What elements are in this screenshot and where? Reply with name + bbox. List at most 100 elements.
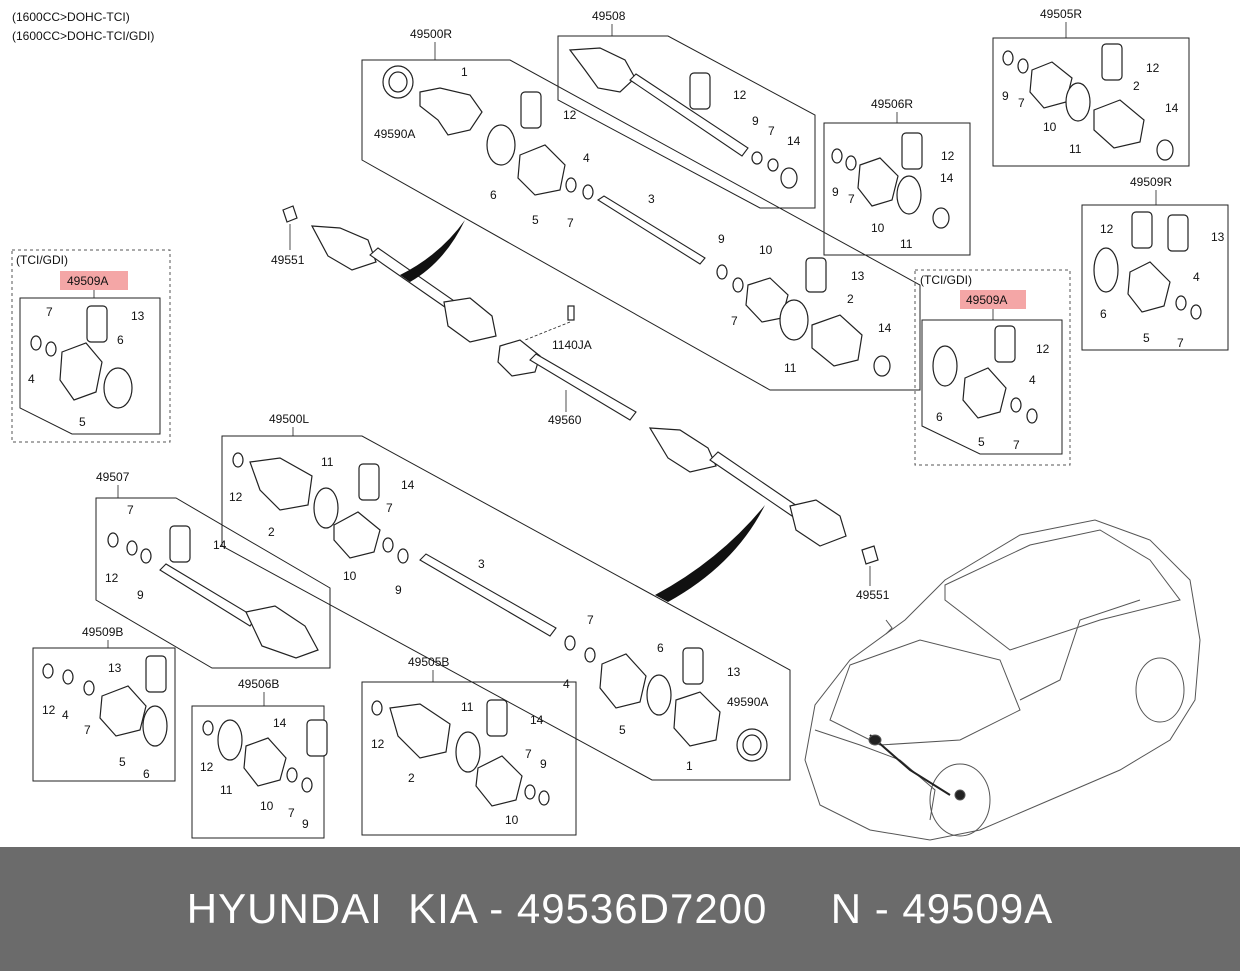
grease-13 bbox=[805, 257, 827, 293]
svg-text:6: 6 bbox=[936, 410, 943, 424]
header-line-1: (1600CC>DOHC-TCI) bbox=[12, 10, 130, 24]
frame-49508 bbox=[557, 35, 816, 209]
label-49560: 49560 bbox=[548, 413, 582, 427]
svg-text:9: 9 bbox=[718, 232, 725, 246]
svg-text:4: 4 bbox=[583, 151, 590, 165]
label-49500L: 49500L bbox=[269, 412, 309, 426]
svg-text:11: 11 bbox=[1069, 142, 1082, 156]
svg-text:9: 9 bbox=[302, 817, 309, 831]
halfshaft-left bbox=[709, 451, 801, 517]
label-49509B: 49509B bbox=[82, 625, 123, 639]
svg-text:10: 10 bbox=[260, 799, 274, 813]
svg-text:14: 14 bbox=[787, 134, 801, 148]
svg-text:7: 7 bbox=[386, 501, 393, 515]
svg-text:1: 1 bbox=[686, 759, 693, 773]
dashed-box-tci-gdi-right bbox=[914, 269, 1071, 466]
nut-49551-top bbox=[282, 205, 298, 223]
svg-text:14: 14 bbox=[1165, 101, 1179, 115]
nut-49551-bottom bbox=[861, 545, 879, 565]
pointer-left bbox=[655, 505, 765, 602]
svg-text:12: 12 bbox=[941, 149, 955, 163]
svg-text:10: 10 bbox=[505, 813, 519, 827]
svg-text:13: 13 bbox=[108, 661, 122, 675]
svg-text:7: 7 bbox=[525, 747, 532, 761]
svg-text:11: 11 bbox=[900, 237, 913, 251]
label-tci-gdi-left: (TCI/GDI) bbox=[16, 253, 68, 267]
svg-text:9: 9 bbox=[137, 588, 144, 602]
svg-text:10: 10 bbox=[1043, 120, 1057, 134]
svg-text:5: 5 bbox=[79, 415, 86, 429]
svg-text:7: 7 bbox=[731, 314, 738, 328]
svg-text:10: 10 bbox=[871, 221, 885, 235]
svg-text:11: 11 bbox=[461, 700, 474, 714]
svg-text:5: 5 bbox=[532, 213, 539, 227]
center-joint bbox=[497, 339, 541, 377]
shaft-3 bbox=[596, 195, 706, 265]
svg-text:4: 4 bbox=[1193, 270, 1200, 284]
svg-text:9: 9 bbox=[752, 114, 759, 128]
svg-text:7: 7 bbox=[567, 216, 574, 230]
svg-text:7: 7 bbox=[587, 613, 594, 627]
dashed-box-tci-gdi-left bbox=[11, 249, 171, 443]
svg-text:7: 7 bbox=[848, 192, 855, 206]
svg-text:7: 7 bbox=[127, 503, 134, 517]
boot-5 bbox=[517, 144, 566, 196]
svg-text:5: 5 bbox=[978, 435, 985, 449]
svg-text:10: 10 bbox=[759, 243, 773, 257]
svg-text:4: 4 bbox=[62, 708, 69, 722]
frame-49505B bbox=[361, 681, 577, 836]
label-49551-bottom: 49551 bbox=[856, 588, 890, 602]
label-49506R: 49506R bbox=[871, 97, 913, 111]
svg-text:4: 4 bbox=[28, 372, 35, 386]
svg-text:14: 14 bbox=[878, 321, 892, 335]
svg-text:14: 14 bbox=[213, 538, 227, 552]
svg-text:7: 7 bbox=[288, 806, 295, 820]
cv-joint-right-outer bbox=[310, 225, 377, 271]
svg-text:5: 5 bbox=[1143, 331, 1150, 345]
svg-text:11: 11 bbox=[321, 455, 334, 469]
label-49506B: 49506B bbox=[238, 677, 279, 691]
svg-text:5: 5 bbox=[119, 755, 126, 769]
exploded-parts-diagram: (1600CC>DOHC-TCI) (1600CC>DOHC-TCI/GDI) … bbox=[11, 7, 1229, 841]
svg-text:12: 12 bbox=[371, 737, 385, 751]
svg-text:13: 13 bbox=[727, 665, 741, 679]
svg-text:2: 2 bbox=[268, 525, 275, 539]
svg-text:13: 13 bbox=[851, 269, 865, 283]
label-1140JA: 1140JA bbox=[552, 338, 592, 352]
label-49507: 49507 bbox=[96, 470, 130, 484]
label-49590A-top: 49590A bbox=[374, 127, 415, 141]
label-49508: 49508 bbox=[592, 9, 626, 23]
svg-text:6: 6 bbox=[117, 333, 124, 347]
svg-text:12: 12 bbox=[1146, 61, 1160, 75]
svg-text:7: 7 bbox=[46, 305, 53, 319]
inner-joint-2 bbox=[811, 314, 863, 367]
svg-text:14: 14 bbox=[530, 713, 544, 727]
svg-text:14: 14 bbox=[940, 171, 954, 185]
ring-14 bbox=[873, 355, 891, 377]
cv-joint-left-outer bbox=[789, 499, 847, 547]
svg-text:7: 7 bbox=[768, 124, 775, 138]
ring-6 bbox=[486, 124, 516, 166]
svg-text:2: 2 bbox=[1133, 79, 1140, 93]
svg-text:7: 7 bbox=[1018, 96, 1025, 110]
svg-text:3: 3 bbox=[478, 557, 485, 571]
svg-text:6: 6 bbox=[657, 641, 664, 655]
highlight-49509A-left bbox=[60, 271, 128, 290]
svg-text:12: 12 bbox=[1100, 222, 1114, 236]
pointer-right bbox=[400, 220, 465, 282]
frame-49500L bbox=[221, 435, 791, 781]
footer-part-numbers: HYUNDAI KIA - 49536D7200 N - 49509A bbox=[186, 885, 1054, 932]
svg-text:12: 12 bbox=[229, 490, 243, 504]
svg-text:9: 9 bbox=[1002, 89, 1009, 103]
grease-12 bbox=[520, 91, 542, 129]
label-49509A-right: 49509A bbox=[966, 293, 1007, 307]
outer-joint-1 bbox=[419, 87, 483, 136]
highlight-49509A-right bbox=[960, 290, 1026, 309]
label-49509A-left: 49509A bbox=[67, 274, 108, 288]
svg-text:13: 13 bbox=[1211, 230, 1225, 244]
vehicle-outline bbox=[804, 519, 1201, 841]
svg-text:3: 3 bbox=[648, 192, 655, 206]
frame-49506B bbox=[191, 705, 325, 839]
ring-11 bbox=[779, 299, 809, 341]
svg-text:6: 6 bbox=[490, 188, 497, 202]
